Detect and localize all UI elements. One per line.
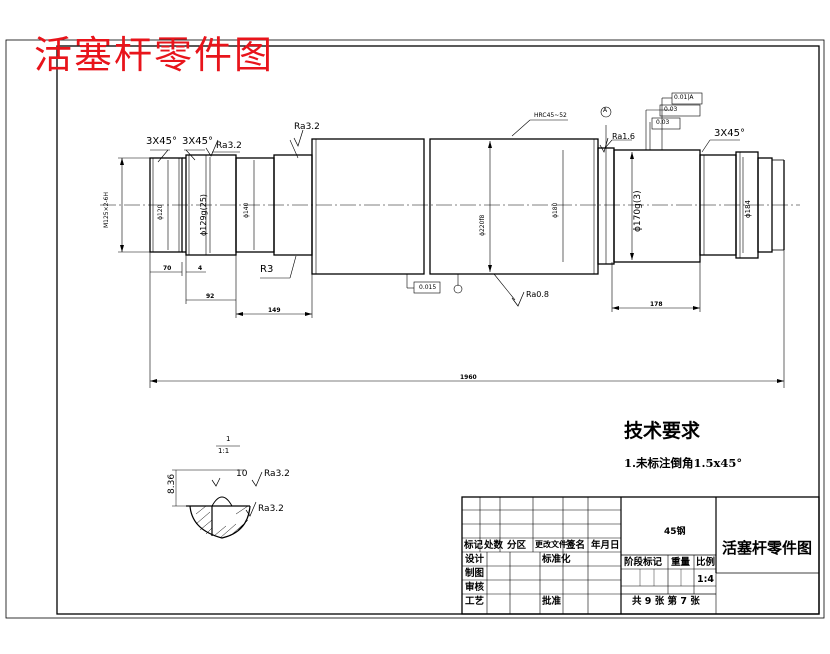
roughness-label-right: Ra1.6	[612, 132, 636, 141]
detail-depth-label: 8.36	[167, 473, 177, 494]
arrowheads	[120, 141, 784, 383]
outer-frame	[5, 39, 825, 619]
dia-184-label: ϕ184	[744, 200, 752, 218]
fcf-label-1: 0.01|A	[674, 94, 694, 101]
detail-hatch	[195, 505, 249, 539]
roughness-symbols	[205, 129, 609, 517]
roughness-label-left: Ra3.2	[216, 141, 242, 151]
dia-180-label: ϕ180	[552, 202, 559, 218]
tb-scale-value: 1:4	[697, 574, 715, 585]
dia-120-label: ϕ120	[157, 204, 164, 220]
len-178-label: 178	[650, 301, 663, 308]
fcf-boxes	[413, 92, 703, 294]
len-92-label: 92	[206, 293, 215, 300]
len-4-label: 4	[198, 265, 203, 272]
tb-ratio-label: 比例	[696, 557, 716, 568]
fcf-label-2: 0.03	[664, 106, 678, 113]
tech-requirements-heading: 技术要求	[624, 420, 701, 442]
inner-frame	[56, 45, 820, 615]
tb-row-draw: 制图	[465, 568, 485, 579]
tb-row-approve: 批准	[542, 596, 562, 607]
shaft-outline	[149, 138, 785, 275]
tb-row-check: 审核	[465, 582, 485, 593]
len-total-label: 1960	[460, 374, 477, 381]
roughness-label-body: Ra0.8	[526, 290, 550, 299]
dia-129-label: ϕ129g(25)	[199, 193, 208, 236]
detail-roughness-1: Ra3.2	[264, 469, 290, 479]
detail-roughness-2: Ra3.2	[258, 504, 284, 514]
tb-weight-label: 重量	[671, 557, 691, 568]
tb-sheets: 共 9 张 第 7 张	[632, 596, 700, 607]
tb-header-count: 处数	[484, 540, 504, 551]
tb-header-date: 年月日	[591, 540, 620, 551]
detail-width-label: 10	[236, 469, 248, 479]
tech-requirement-note: 1.未标注倒角1.5x45°	[624, 456, 743, 470]
title-block-material: 45钢	[664, 527, 686, 537]
dia-thread-label: M125×2-6H	[103, 192, 110, 228]
tb-row-std: 标准化	[542, 554, 571, 565]
datum-label: A	[603, 107, 608, 114]
title-block	[461, 496, 820, 615]
hardness-label: HRC45~52	[534, 112, 567, 119]
title-block-part-name: 活塞杆零件图	[722, 539, 813, 557]
chamfer-label-1: 3X45°	[146, 136, 177, 147]
tb-header-docno: 更改文件号	[535, 540, 575, 549]
tb-row-design: 设计	[465, 554, 485, 565]
dimension-lines	[118, 97, 785, 388]
dia-main-label: ϕ220f8	[479, 214, 486, 236]
fillet-label: R3	[260, 264, 274, 275]
tb-header-zone: 分区	[507, 540, 527, 551]
tolerance-label: 0.015	[419, 284, 437, 291]
tb-stage-label: 阶段标记	[624, 557, 663, 568]
roughness-label-shoulder: Ra3.2	[294, 122, 320, 132]
tb-header-mark: 标记	[464, 540, 484, 551]
chamfer-label-2: 3X45°	[182, 136, 213, 147]
detail-scale-num: 1	[226, 435, 231, 443]
dia-140-label: ϕ140	[243, 202, 250, 218]
len-70-label: 70	[163, 265, 172, 272]
tb-row-craft: 工艺	[465, 596, 485, 607]
dia-170-label: ϕ170g(3)	[633, 190, 643, 232]
detail-scale-den: 1:1	[218, 447, 230, 455]
chamfer-label-3: 3X45°	[714, 128, 745, 139]
drawing-title: 活塞杆零件图	[34, 33, 275, 77]
fcf-label-3: 0.03	[656, 119, 670, 126]
len-149-label: 149	[268, 307, 281, 314]
detail-view	[172, 445, 251, 539]
tb-header-sign: 签名	[566, 540, 586, 551]
